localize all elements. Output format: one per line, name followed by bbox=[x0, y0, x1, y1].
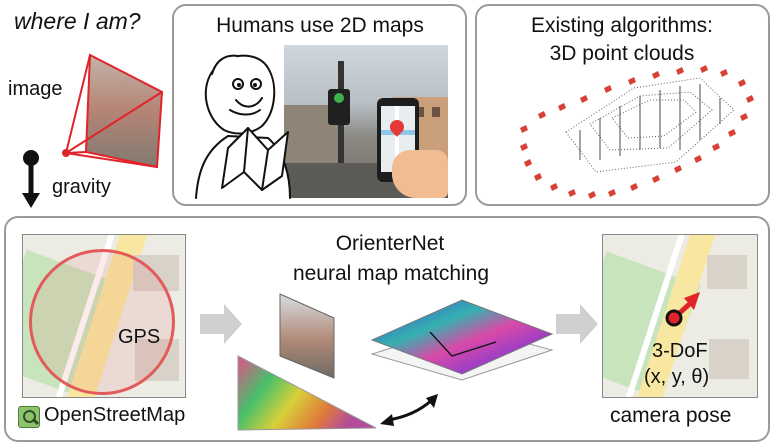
birds-eye-view-features bbox=[237, 355, 377, 431]
query-image-frame bbox=[279, 293, 335, 379]
algorithms-panel bbox=[475, 4, 770, 206]
image-label: image bbox=[8, 78, 63, 100]
arrow-osm-to-method bbox=[200, 304, 242, 344]
arrow-method-to-pose bbox=[556, 304, 598, 344]
pose-vars-label: (x, y, θ) bbox=[644, 366, 710, 388]
matching-double-arrow bbox=[380, 394, 438, 426]
osm-map-input bbox=[22, 234, 186, 398]
gravity-arrow bbox=[22, 150, 40, 208]
humans-panel-title: Humans use 2D maps bbox=[216, 14, 424, 37]
gps-label: GPS bbox=[118, 326, 161, 348]
frustum-rays bbox=[65, 54, 163, 168]
algorithms-panel-title-line1: Existing algorithms: bbox=[530, 14, 714, 37]
question-text: where I am? bbox=[14, 8, 141, 34]
method-title-line1: OrienterNet bbox=[335, 232, 445, 255]
osm-label: OpenStreetMap bbox=[44, 404, 186, 426]
neural-map-plane bbox=[370, 299, 554, 375]
method-title-line2: neural map matching bbox=[292, 262, 490, 285]
pose-label: camera pose bbox=[610, 404, 732, 427]
camera-center-dot bbox=[62, 149, 70, 157]
pose-dof-label: 3-DoF bbox=[652, 340, 708, 362]
camera-frustum-diagram bbox=[22, 53, 164, 208]
hand bbox=[392, 150, 448, 198]
algorithms-panel-title-line2: 3D point clouds bbox=[549, 42, 695, 65]
osm-logo-icon bbox=[18, 406, 40, 428]
gravity-label: gravity bbox=[52, 176, 111, 198]
